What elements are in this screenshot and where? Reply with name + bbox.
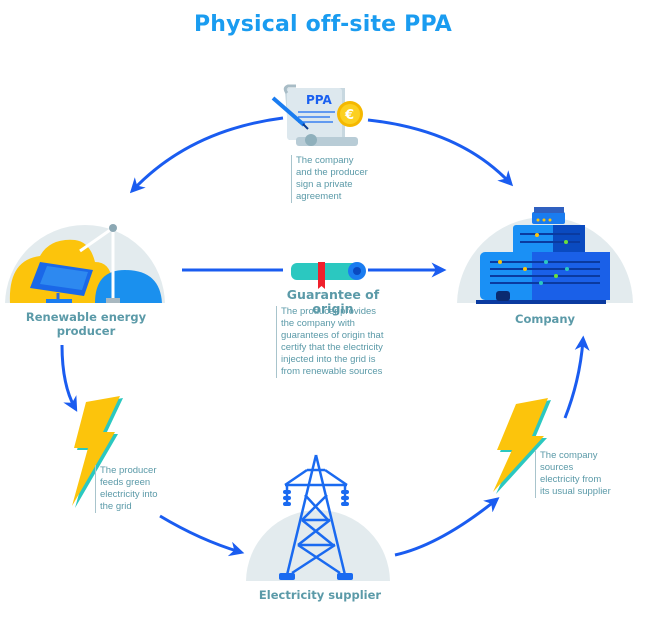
supplier-label: Electricity supplier [258,588,382,602]
guarantee-title: Guarantee of origin [286,287,380,316]
lightning-bolt-left-icon [72,396,123,508]
guarantee-scroll-icon [291,262,366,289]
pylon-insulators [279,490,353,580]
pylon-icon [284,454,348,576]
company-label: Company [515,312,575,326]
office-building-icon [476,207,610,304]
wind-solar-icon [9,181,162,303]
supplier-backdrop [246,510,390,581]
lightning-bolt-right-icon [493,398,551,494]
arrow-supplier-to-bolt [394,497,500,557]
diagram-title: Physical off-site PPA [193,12,453,37]
supplier-to-company-note: The company sources electricity from its… [535,450,611,498]
arrow-producer-to-bolt [60,344,78,412]
guarantee-note: The producer provides the company with g… [276,306,383,378]
arrow-ppa-to-company [367,118,514,187]
ppa-document-icon: PPA € [271,84,363,146]
arrow-bolt-to-supplier [159,514,245,557]
producer-label: Renewable energy producer [25,310,147,338]
coin-symbol: € [344,108,354,123]
arrow-ppa-to-producer [129,116,284,194]
producer-to-grid-note: The producer feeds green electricity int… [95,465,158,513]
ppa-note: The company and the producer sign a priv… [291,155,368,203]
ppa-doc-text: PPA [306,93,332,107]
arrow-bolt-to-company [563,335,590,419]
